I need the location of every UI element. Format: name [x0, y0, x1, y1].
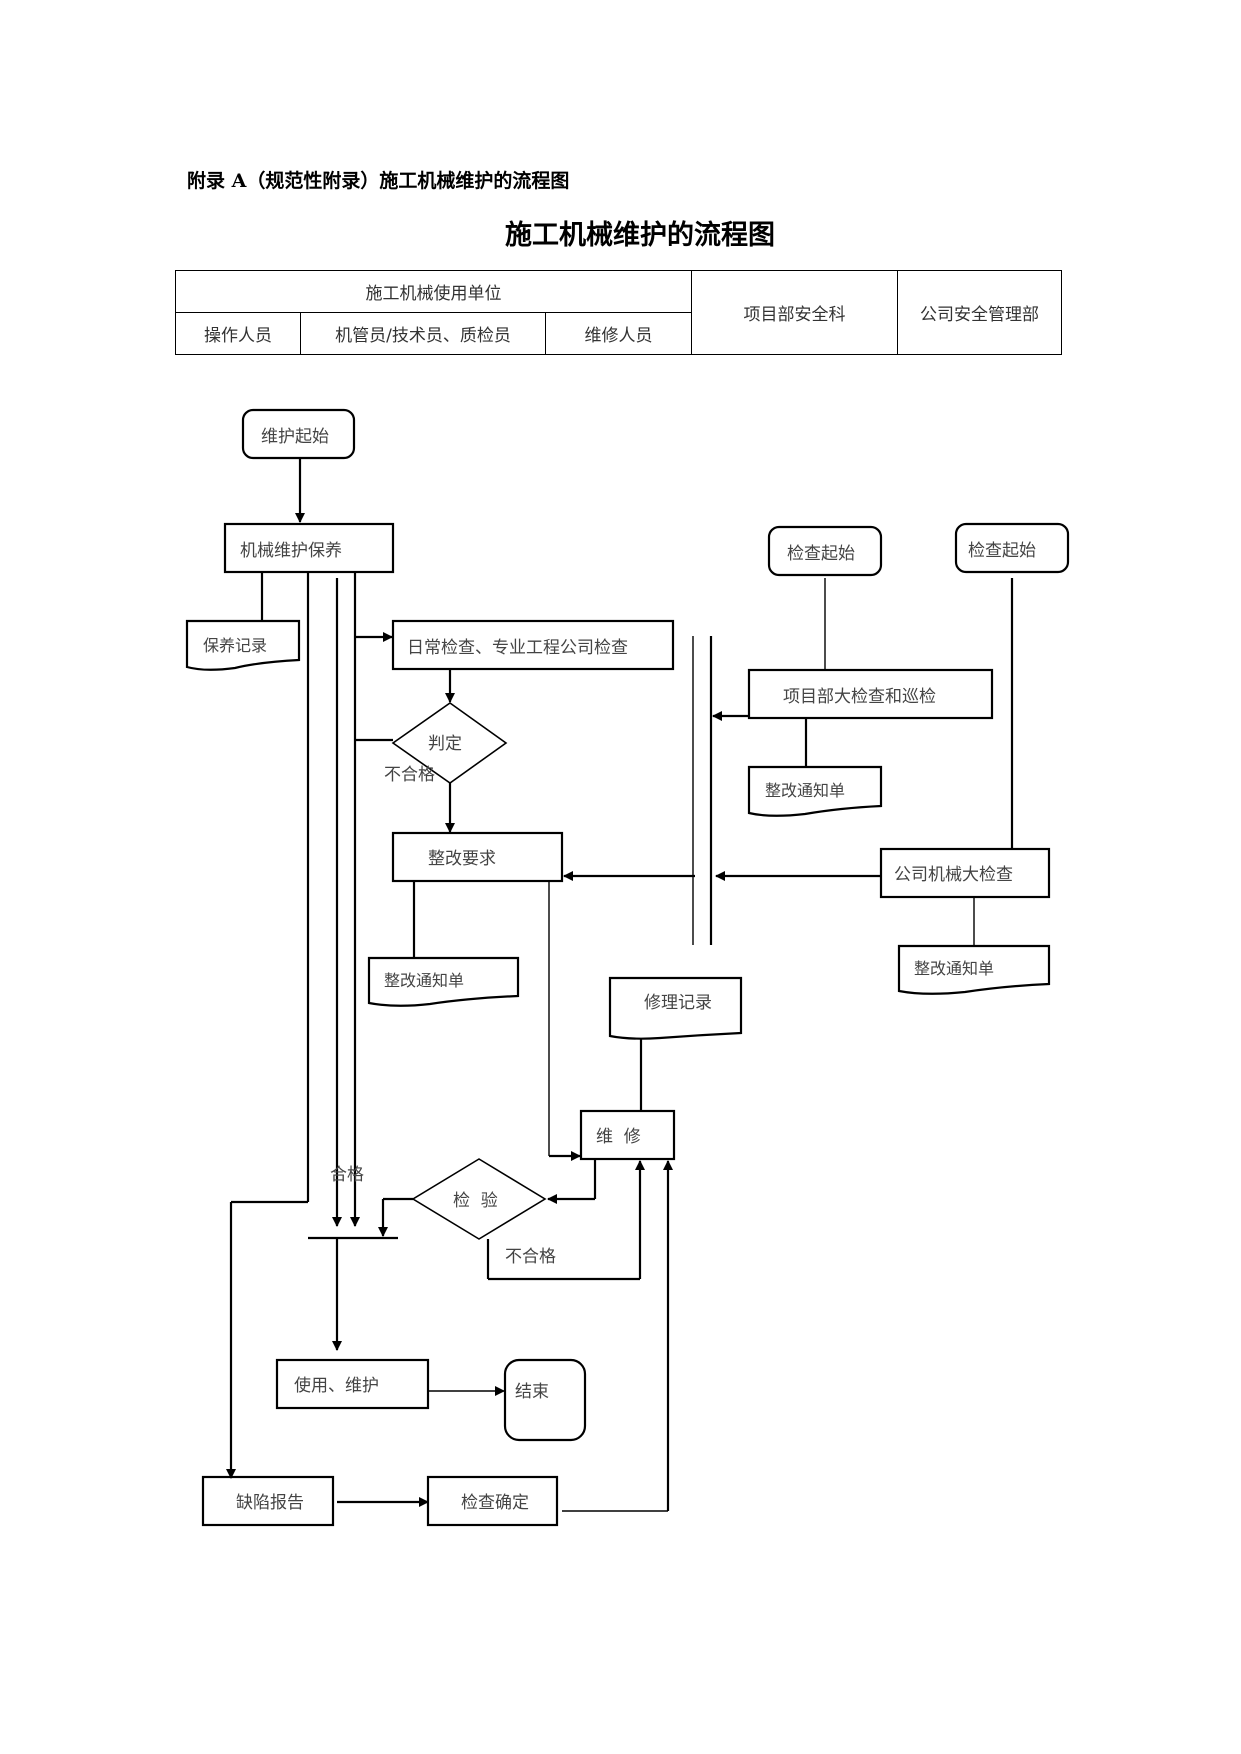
rectification-notice-doc-2 — [747, 765, 883, 817]
label-use-maintain: 使用、维护 — [294, 1375, 379, 1396]
label-company-major-inspection: 公司机械大检查 — [894, 865, 1013, 885]
project-major-inspection-node — [747, 668, 994, 720]
swimlane-header-table: 施工机械使用单位 项目部安全科 公司安全管理部 操作人员 机管员/技术员、质检员… — [175, 270, 1062, 355]
rectification-request-node — [391, 831, 564, 883]
inspection-start-project-node — [767, 525, 883, 577]
label-qualified: 合格 — [330, 1165, 364, 1185]
label-daily-inspection: 日常检查、专业工程公司检查 — [407, 638, 628, 658]
label-rectification-request: 整改要求 — [428, 849, 496, 869]
label-rectification-notice-1: 整改通知单 — [384, 971, 464, 990]
label-inspection-start-project: 检查起始 — [787, 544, 855, 564]
end-node — [503, 1358, 587, 1442]
label-defect-report: 缺陷报告 — [236, 1493, 304, 1513]
label-start-maintenance: 维护起始 — [261, 427, 329, 447]
label-judgement: 判定 — [428, 734, 462, 754]
rectification-notice-doc-1 — [367, 956, 520, 1007]
repair-node — [579, 1109, 676, 1161]
company-major-inspection-node — [879, 847, 1051, 899]
label-rectification-notice-2: 整改通知单 — [765, 781, 845, 800]
rectification-notice-doc-3 — [897, 944, 1051, 995]
repair-record-doc — [608, 976, 743, 1040]
use-maintain-node — [275, 1358, 430, 1410]
maintenance-record-doc — [185, 619, 301, 671]
inspection-confirm-node — [426, 1475, 559, 1527]
label-repair: 维 修 — [596, 1127, 641, 1147]
lane-machine-manager: 机管员/技术员、质检员 — [300, 312, 546, 355]
label-maintenance-record: 保养记录 — [203, 636, 267, 655]
inspection-start-company-node — [954, 522, 1070, 574]
verification-diamond — [411, 1158, 547, 1240]
label-repair-record: 修理记录 — [644, 993, 712, 1013]
daily-inspection-node — [391, 619, 675, 671]
label-unqualified-1: 不合格 — [384, 765, 435, 785]
lane-repair-staff: 维修人员 — [545, 312, 692, 355]
page-title: 施工机械维护的流程图 — [505, 220, 775, 251]
label-verification: 检 验 — [453, 1191, 498, 1211]
defect-report-node — [201, 1475, 335, 1527]
lane-company-safety: 公司安全管理部 — [897, 270, 1062, 355]
label-end: 结束 — [515, 1382, 549, 1402]
label-rectification-notice-3: 整改通知单 — [914, 959, 994, 978]
appendix-title: 附录 A（规范性附录）施工机械维护的流程图 — [187, 170, 570, 192]
start-maintenance-node — [241, 408, 356, 460]
label-machine-maintenance: 机械维护保养 — [240, 541, 342, 561]
label-unqualified-2: 不合格 — [505, 1247, 556, 1267]
lane-operator: 操作人员 — [175, 312, 301, 355]
label-project-major-inspection: 项目部大检查和巡检 — [783, 687, 936, 707]
label-inspection-confirm: 检查确定 — [461, 1493, 529, 1513]
label-inspection-start-company: 检查起始 — [968, 541, 1036, 561]
